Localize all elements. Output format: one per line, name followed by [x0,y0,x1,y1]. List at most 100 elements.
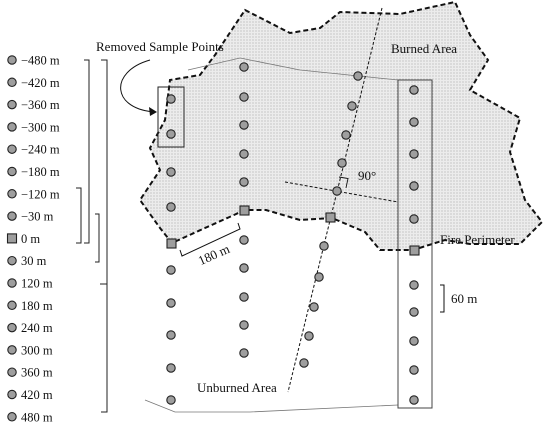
perimeter-point [409,245,420,256]
sample-point [299,358,309,368]
sample-point [166,167,176,177]
sample-point [409,307,419,317]
sample-point [319,241,329,251]
study-area-outline-bottom [144,399,399,413]
legend-label: 240 m [21,321,53,335]
sample-point [239,177,249,187]
legend-label: −360 m [21,98,60,112]
sample-point [409,280,419,290]
legend-label: 480 m [21,410,53,424]
sample-point [239,120,249,130]
sample-point [341,130,351,140]
legend-marker-square [6,233,18,244]
sample-point [309,302,319,312]
legend-label: 120 m [21,277,53,291]
removed-points-box [157,86,185,148]
distance-legend: −480 m −420 m −360 m −300 m −240 m −180 m −120… [6,54,60,424]
legend-label: −480 m [21,54,60,68]
transect-diagonal [284,7,399,393]
sample-point [332,186,342,196]
legend-label: 420 m [21,388,53,402]
removed-points-arrow [120,59,157,113]
sample-point [239,235,249,245]
legend-marker-circle [7,300,17,311]
sample-point [304,331,314,341]
sample-point [409,214,419,224]
perimeter-point [325,212,336,223]
sample-point [166,94,176,104]
spacing-label-60: 60 m [451,291,477,306]
spacing-bracket-60 [440,284,445,313]
sample-point [166,129,176,139]
sample-point [409,181,419,191]
arrow-head [149,107,157,116]
sample-point [409,395,419,405]
legend-marker-circle [7,345,17,355]
legend-marker-circle [7,211,17,221]
sample-point [166,363,176,373]
legend-marker-circle [7,189,17,199]
sample-point [239,92,249,102]
sample-point [239,62,249,72]
sample-point [166,202,176,212]
burned-area-label: Burned Area [391,41,457,56]
transect-d [397,79,433,409]
sample-point [239,263,249,273]
legend-marker-circle [7,122,17,132]
legend-label: 30 m [21,254,47,268]
sample-point [166,265,176,275]
legend-marker-circle [7,389,17,400]
sample-point [166,395,176,405]
legend-marker-circle [7,367,17,377]
fire-perimeter-label: Fire Perimeter [440,232,515,247]
legend-marker-circle [7,322,17,333]
legend-marker-circle [7,55,17,65]
sample-point [239,292,249,302]
legend-brackets [76,59,108,413]
unburned-area-label: Unburned Area [197,380,277,395]
sample-point [409,149,419,159]
legend-label: 0 m [21,232,40,246]
legend-label: −420 m [21,76,60,90]
sample-point [239,348,249,358]
legend-marker-circle [7,77,17,88]
transect-b [239,62,250,358]
sample-point [337,158,347,168]
legend-marker-circle [7,99,17,110]
legend-label: −180 m [21,165,60,179]
legend-label: −240 m [21,143,60,157]
spacing-label-180: 180 m [196,241,232,268]
sample-point [166,330,176,340]
legend-marker-circle [7,255,17,266]
sample-point [409,85,419,95]
legend-marker-circle [7,278,17,288]
sample-point [409,117,419,127]
sample-point [409,365,419,375]
legend-label: 360 m [21,366,53,380]
transect-a [157,86,185,405]
legend-marker-circle [7,166,17,177]
legend-label: −30 m [21,210,54,224]
sample-point [166,298,176,308]
legend-label: 300 m [21,343,53,357]
sample-point [353,71,363,81]
perimeter-point [239,205,250,216]
legend-marker-circle [7,412,17,422]
right-angle-marker [338,176,349,189]
angle-label: 90° [358,168,376,183]
sample-point [409,336,419,346]
transect-box [397,79,433,409]
sample-point [347,101,357,111]
sample-point [239,149,249,159]
perimeter-point [166,238,177,249]
transect-line [287,7,383,393]
spacing-bracket-180 [179,222,241,257]
sample-point [239,320,249,330]
legend-label: −300 m [21,120,60,134]
removed-sample-points-label: Removed Sample Points [96,39,224,54]
legend-label: −120 m [21,187,60,201]
sample-point [314,272,324,282]
legend-marker-circle [7,144,17,154]
legend-label: 180 m [21,299,53,313]
